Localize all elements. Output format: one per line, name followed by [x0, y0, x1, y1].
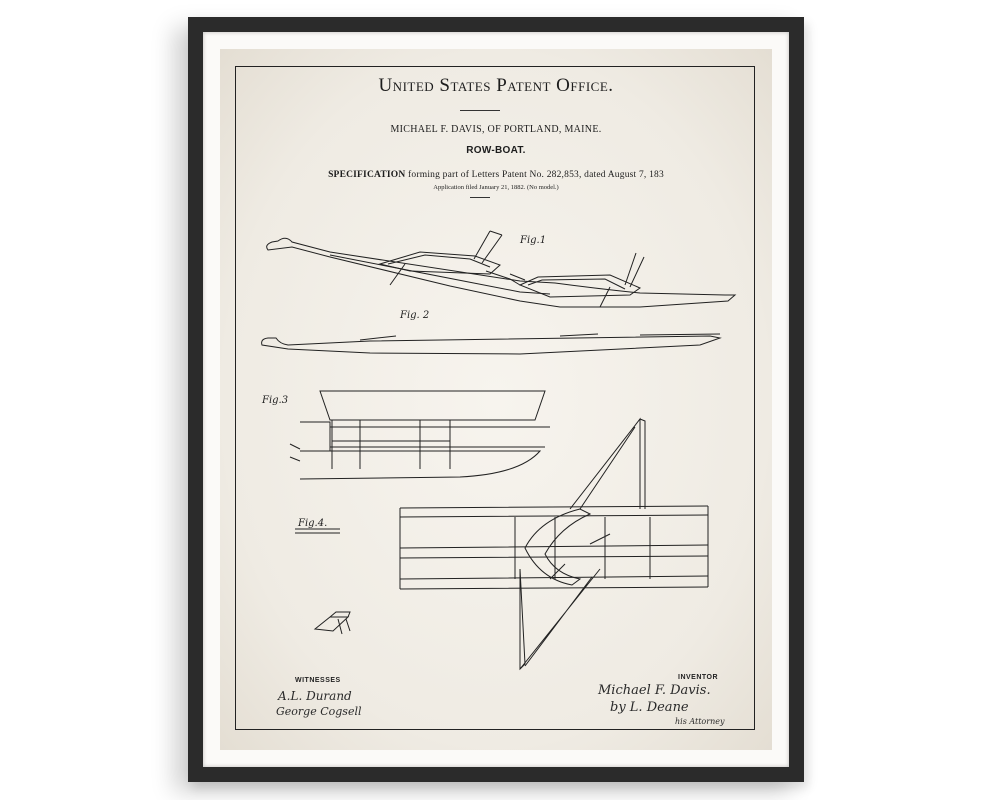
- fig3-drawing: [289, 390, 550, 480]
- attorney-label: his Attorney: [675, 717, 725, 726]
- fig3-label: Fig.3: [261, 395, 288, 406]
- inventor-label: INVENTOR: [678, 674, 719, 681]
- inventor-line: MICHAEL F. DAVIS, OF PORTLAND, MAINE.: [390, 124, 602, 135]
- witness-2-signature: George Cogsell: [276, 705, 362, 718]
- fig2-drawing: [261, 333, 722, 355]
- picture-frame: United States Patent Office. MICHAEL F. …: [188, 17, 804, 782]
- fig1-drawing: [266, 230, 737, 308]
- patent-drawing: Fig.1 Fig. 2 Fig.3 Fig.4.: [261, 230, 737, 671]
- specification-text: forming part of Letters Patent No. 282,8…: [408, 170, 664, 180]
- title-rule: [460, 110, 500, 111]
- specification-label: SPECIFICATION: [328, 170, 406, 180]
- patent-print: United States Patent Office. MICHAEL F. …: [220, 49, 772, 750]
- fig4-label: Fig.4.: [297, 518, 327, 529]
- mat-board: United States Patent Office. MICHAEL F. …: [203, 32, 789, 767]
- attorney-signature: by L. Deane: [610, 700, 689, 715]
- print-border: [235, 66, 755, 730]
- specification-line: SPECIFICATION forming part of Letters Pa…: [220, 170, 772, 180]
- patent-subject: ROW-BOAT.: [466, 145, 526, 156]
- application-line: Application filed January 21, 1882. (No …: [433, 184, 559, 191]
- patent-title: United States Patent Office.: [378, 75, 614, 96]
- fig4-drawing: [295, 417, 709, 671]
- witness-1-signature: A.L. Durand: [278, 689, 352, 703]
- witnesses-label: WITNESSES: [295, 677, 341, 684]
- fig1-label: Fig.1: [519, 235, 546, 246]
- fig4-detail-drawing: [313, 611, 351, 635]
- inventor-signature: Michael F. Davis.: [598, 683, 711, 698]
- header-rule: [470, 197, 490, 198]
- fig2-label: Fig. 2: [399, 310, 429, 321]
